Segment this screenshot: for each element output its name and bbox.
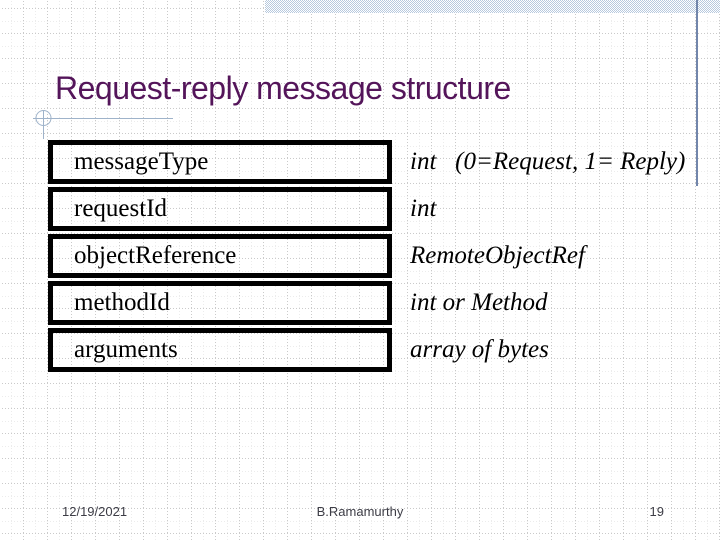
slide-footer: 12/19/2021 B.Ramamurthy 19 <box>0 502 720 522</box>
type-label: RemoteObjectRef <box>410 242 585 269</box>
type-label: array of bytes <box>410 336 549 363</box>
footer-page-number: 19 <box>649 504 664 519</box>
table-row: messageType int (0=Request, 1= Reply) <box>48 140 685 184</box>
slide-title: Request-reply message structure <box>55 70 511 106</box>
table-row: methodId int or Method <box>48 281 685 325</box>
compass-ornament-icon <box>33 110 173 139</box>
message-structure-table: messageType int (0=Request, 1= Reply) re… <box>48 140 685 375</box>
table-row: arguments array of bytes <box>48 328 685 372</box>
field-cell: objectReference <box>48 234 392 278</box>
type-label: int <box>410 195 437 222</box>
table-row: requestId int <box>48 187 685 231</box>
field-cell: requestId <box>48 187 392 231</box>
type-label: int (0=Request, 1= Reply) <box>410 148 686 175</box>
field-cell: messageType <box>48 140 392 184</box>
type-label: int or Method <box>410 289 548 316</box>
footer-date: 12/19/2021 <box>62 504 128 519</box>
field-cell: methodId <box>48 281 392 325</box>
table-row: objectReference RemoteObjectRef <box>48 234 685 278</box>
footer-author: B.Ramamurthy <box>316 504 404 519</box>
right-accent-line <box>696 0 698 186</box>
top-accent-band <box>265 0 720 13</box>
field-cell: arguments <box>48 328 392 372</box>
